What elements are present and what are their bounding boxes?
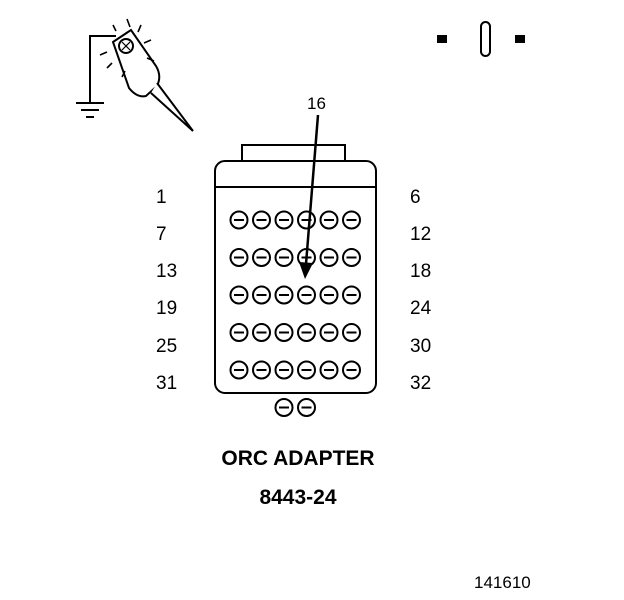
callout-label: 16 [307, 94, 326, 113]
pin-number-label: 12 [410, 224, 431, 245]
figure-number: 141610 [474, 573, 531, 592]
pin-number-label: 25 [156, 336, 177, 357]
pin-number-label: 18 [410, 261, 431, 282]
terminal-pin-icon [437, 21, 525, 57]
pin-number-label: 1 [156, 187, 167, 208]
connector-body [214, 144, 377, 394]
pin-number-label: 31 [156, 373, 177, 394]
ground-icon [76, 102, 104, 118]
pin-number-label: 19 [156, 298, 177, 319]
adapter-name: ORC ADAPTER [221, 447, 374, 470]
pin-number-label: 13 [156, 261, 177, 282]
pin-number-label: 7 [156, 224, 167, 245]
pin-number-label: 30 [410, 336, 431, 357]
pin-number-label: 32 [410, 373, 431, 394]
right-pin-numbers: 6 12 18 24 30 32 [410, 187, 432, 394]
pin-number-label: 24 [410, 298, 432, 319]
test-light-icon [89, 18, 194, 132]
callout-arrow [299, 114, 320, 279]
part-number: 8443-24 [259, 486, 336, 509]
left-pin-numbers: 1 7 13 19 25 31 [156, 187, 177, 394]
cavity-grid [229, 210, 361, 417]
pin-number-label: 6 [410, 187, 421, 208]
